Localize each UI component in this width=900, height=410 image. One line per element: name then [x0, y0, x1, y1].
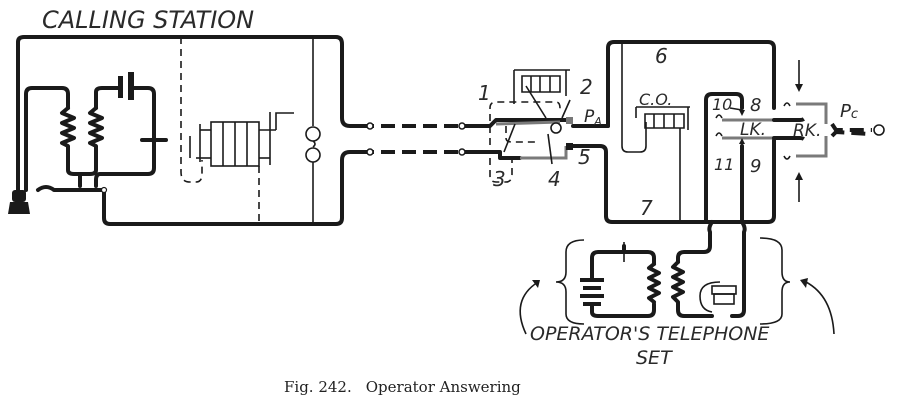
- battery-icon: [118, 72, 134, 100]
- induction-coil-left: [60, 106, 82, 188]
- line-wire-bottom: [102, 150, 362, 226]
- label-11: 11: [714, 155, 734, 174]
- magneto-generator-icon: [189, 112, 294, 167]
- label-pc: Pc: [840, 101, 858, 122]
- answering-jack: [468, 69, 610, 218]
- listening-key-icon: [715, 107, 776, 152]
- ringer-bell-icon: [305, 37, 321, 224]
- receiver-icon: [8, 188, 30, 214]
- operator-battery-icon: [580, 278, 604, 306]
- line-drop-icon: [513, 69, 570, 104]
- figure-number: Fig. 242.: [284, 378, 352, 396]
- leader-2: [561, 99, 571, 119]
- cut-off-relay-icon: [621, 42, 690, 222]
- label-2: 2: [580, 75, 593, 99]
- label-rk: RK.: [793, 121, 821, 141]
- receiver-wire: [24, 86, 70, 192]
- calling-plug-tip: [873, 124, 885, 136]
- calling-station-title: CALLING STATION: [42, 6, 254, 34]
- label-8: 8: [750, 95, 761, 116]
- induction-coil-right: [78, 106, 104, 176]
- figure-caption: Fig. 242. Operator Answering: [284, 378, 521, 396]
- operator-set-label-line2: SET: [636, 347, 673, 369]
- leader-3: [503, 123, 516, 153]
- cord-circuit: [604, 40, 792, 224]
- line-wire-top: [16, 35, 362, 192]
- label-7: 7: [640, 196, 653, 220]
- operator-coil-primary: [647, 262, 661, 304]
- figure-title: Operator Answering: [366, 378, 521, 396]
- label-pa: PA: [584, 107, 602, 128]
- head-receiver-icon: [699, 281, 737, 313]
- label-lk: LK.: [740, 120, 766, 140]
- calling-station: [8, 35, 362, 226]
- label-co: C.O.: [639, 90, 672, 109]
- label-6: 6: [655, 44, 668, 68]
- label-10: 10: [712, 95, 732, 114]
- label-1: 1: [478, 81, 491, 105]
- label-5: 5: [578, 145, 591, 169]
- ringer-enclosure: [180, 37, 203, 183]
- leader-4: [547, 133, 553, 165]
- ringing-key: [783, 60, 885, 202]
- operator-set-label-line1: OPERATOR'S TELEPHONE: [530, 323, 769, 345]
- operator-coil-secondary: [671, 260, 714, 318]
- operators-telephone-set: [519, 220, 835, 335]
- jack-enclosure: [489, 101, 561, 145]
- label-9: 9: [750, 156, 761, 177]
- hook-switch: [36, 185, 106, 192]
- subscriber-line: [360, 122, 470, 156]
- label-3: 3: [493, 167, 506, 191]
- label-4: 4: [548, 167, 561, 191]
